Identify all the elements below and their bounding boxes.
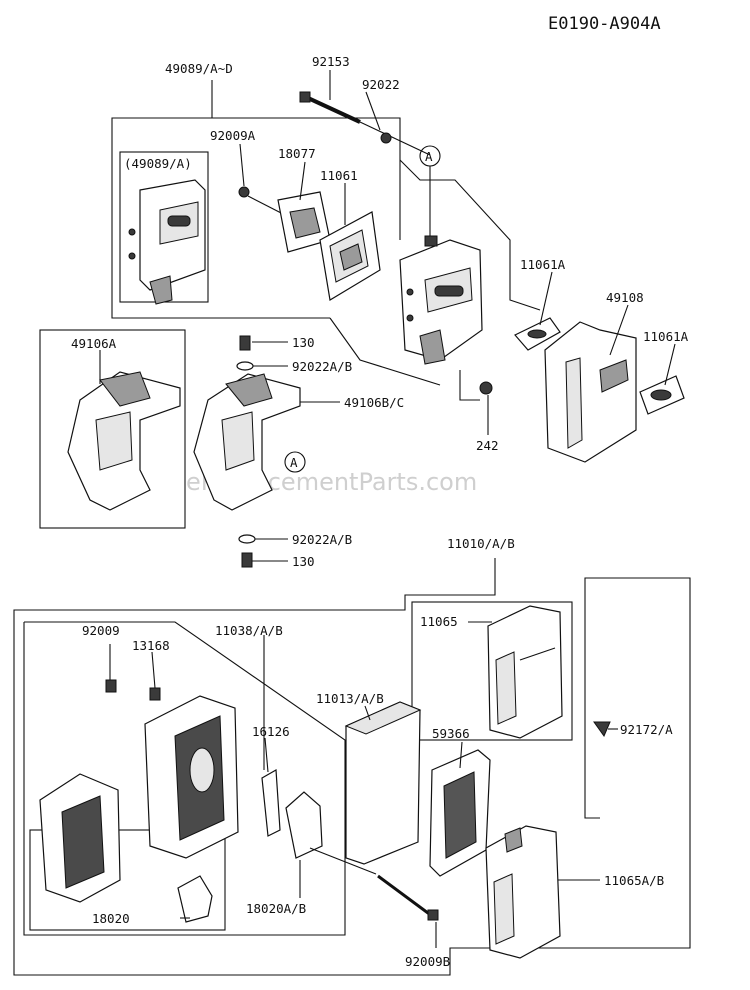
label-92153: 92153	[312, 54, 350, 69]
heat-shield-49108	[544, 321, 637, 463]
gasket-11061A-right	[639, 375, 685, 415]
label-92022AB-2: 92022A/B	[292, 532, 352, 547]
label-13168: 13168	[132, 638, 170, 653]
label-92009A: 92009A	[210, 128, 256, 143]
leader-lines	[99, 70, 676, 948]
box-11038	[23, 621, 346, 936]
gasket-18077	[277, 191, 331, 253]
label-49089a: (49089/A)	[124, 156, 192, 171]
bracket-18020-upper	[39, 773, 121, 903]
group-outline-11010	[13, 558, 691, 976]
air-filter-11013	[344, 701, 422, 865]
label-18020AB: 18020A/B	[246, 901, 306, 916]
label-11013AB: 11013/A/B	[316, 691, 384, 706]
label-130-1: 130	[292, 335, 315, 350]
label-92172A: 92172/A	[620, 722, 673, 737]
element-59366	[429, 749, 491, 877]
label-242: 242	[476, 438, 499, 453]
cover-11065	[487, 605, 563, 739]
bracket-18020AB	[285, 791, 323, 859]
muffler-assembly-group: A	[111, 80, 685, 463]
box-49106A	[39, 329, 186, 529]
label-92009B: 92009B	[405, 954, 450, 969]
nut-92009A	[238, 186, 250, 198]
group-outline-49089	[111, 80, 330, 319]
shield-49106BC	[193, 373, 301, 511]
label-92022AB-1: 92022A/B	[292, 359, 352, 374]
label-130-2: 130	[292, 554, 315, 569]
bolt-242	[479, 381, 493, 395]
gasket-11061A-left	[514, 317, 561, 351]
label-49106BC: 49106B/C	[344, 395, 404, 410]
box-18020	[29, 829, 226, 931]
bolt-130-bottom	[241, 552, 253, 568]
bracket-18020	[177, 875, 213, 923]
nut-92022	[380, 132, 392, 144]
bolt-13168	[149, 687, 161, 701]
label-18020: 18020	[92, 911, 130, 926]
shield-49106A	[67, 371, 181, 511]
label-11010AB: 11010/A/B	[447, 536, 515, 551]
knob-92172A	[593, 721, 611, 738]
label-49089: 49089/A~D	[165, 61, 233, 76]
leader	[212, 117, 401, 240]
callout-marker-A-mid	[284, 451, 306, 473]
leader	[584, 592, 600, 819]
shield-cover-group: A	[39, 329, 306, 568]
bolt-92009B	[377, 874, 439, 921]
label-11038AB: 11038/A/B	[215, 623, 283, 638]
label-59366: 59366	[432, 726, 470, 741]
cover-11065AB	[485, 825, 561, 959]
part-labels: 49089/A~D 92153 92022 92009A 18077 11061…	[71, 54, 689, 969]
callout-marker-A-mid-label: A	[290, 455, 298, 470]
callout-marker-A-top-label: A	[425, 149, 433, 164]
muffler-small-part	[128, 179, 206, 305]
air-cleaner-group	[13, 558, 691, 976]
washer-92022AB-bottom	[238, 534, 256, 544]
leader	[329, 317, 441, 386]
bolt-92153	[299, 91, 431, 156]
bolt-92009	[105, 679, 117, 693]
label-11061A-1: 11061A	[520, 257, 566, 272]
label-49106A: 49106A	[71, 336, 117, 351]
leader	[399, 159, 541, 311]
label-11065: 11065	[420, 614, 458, 629]
muffler-main-part	[399, 235, 483, 365]
base-11038	[144, 695, 239, 859]
label-11061A-2: 11061A	[643, 329, 689, 344]
label-92022: 92022	[362, 77, 400, 92]
diagram-code: E0190-A904A	[548, 14, 661, 34]
label-11061: 11061	[320, 168, 358, 183]
label-11065AB: 11065A/B	[604, 873, 664, 888]
label-92009: 92009	[82, 623, 120, 638]
label-49108: 49108	[606, 290, 644, 305]
plate-11061	[319, 211, 381, 301]
breather-16126	[261, 769, 281, 837]
label-16126: 16126	[252, 724, 290, 739]
washer-92022AB-top	[236, 361, 254, 371]
box-11065	[411, 601, 573, 741]
bolt-130-top	[239, 335, 251, 351]
label-18077: 18077	[278, 146, 316, 161]
